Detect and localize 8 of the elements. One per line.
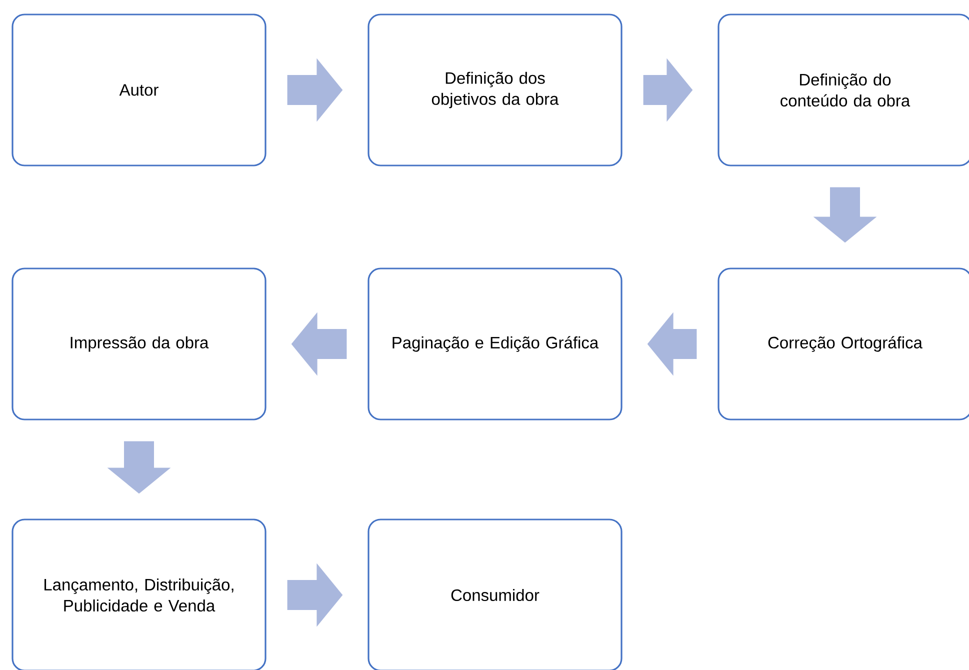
- process-box: Impressão da obra: [12, 268, 266, 420]
- process-box: Correção Ortográfica: [718, 268, 969, 420]
- process-box: Consumidor: [368, 518, 622, 670]
- process-box: Lançamento, Distribuição, Publicidade e Venda: [12, 518, 266, 670]
- process-box: Definição do conteúdo da obra: [718, 14, 969, 166]
- process-box: Paginação e Edição Gráfica: [368, 268, 622, 420]
- process-box: Definição dos objetivos da obra: [368, 14, 622, 166]
- process-box: Autor: [12, 14, 266, 166]
